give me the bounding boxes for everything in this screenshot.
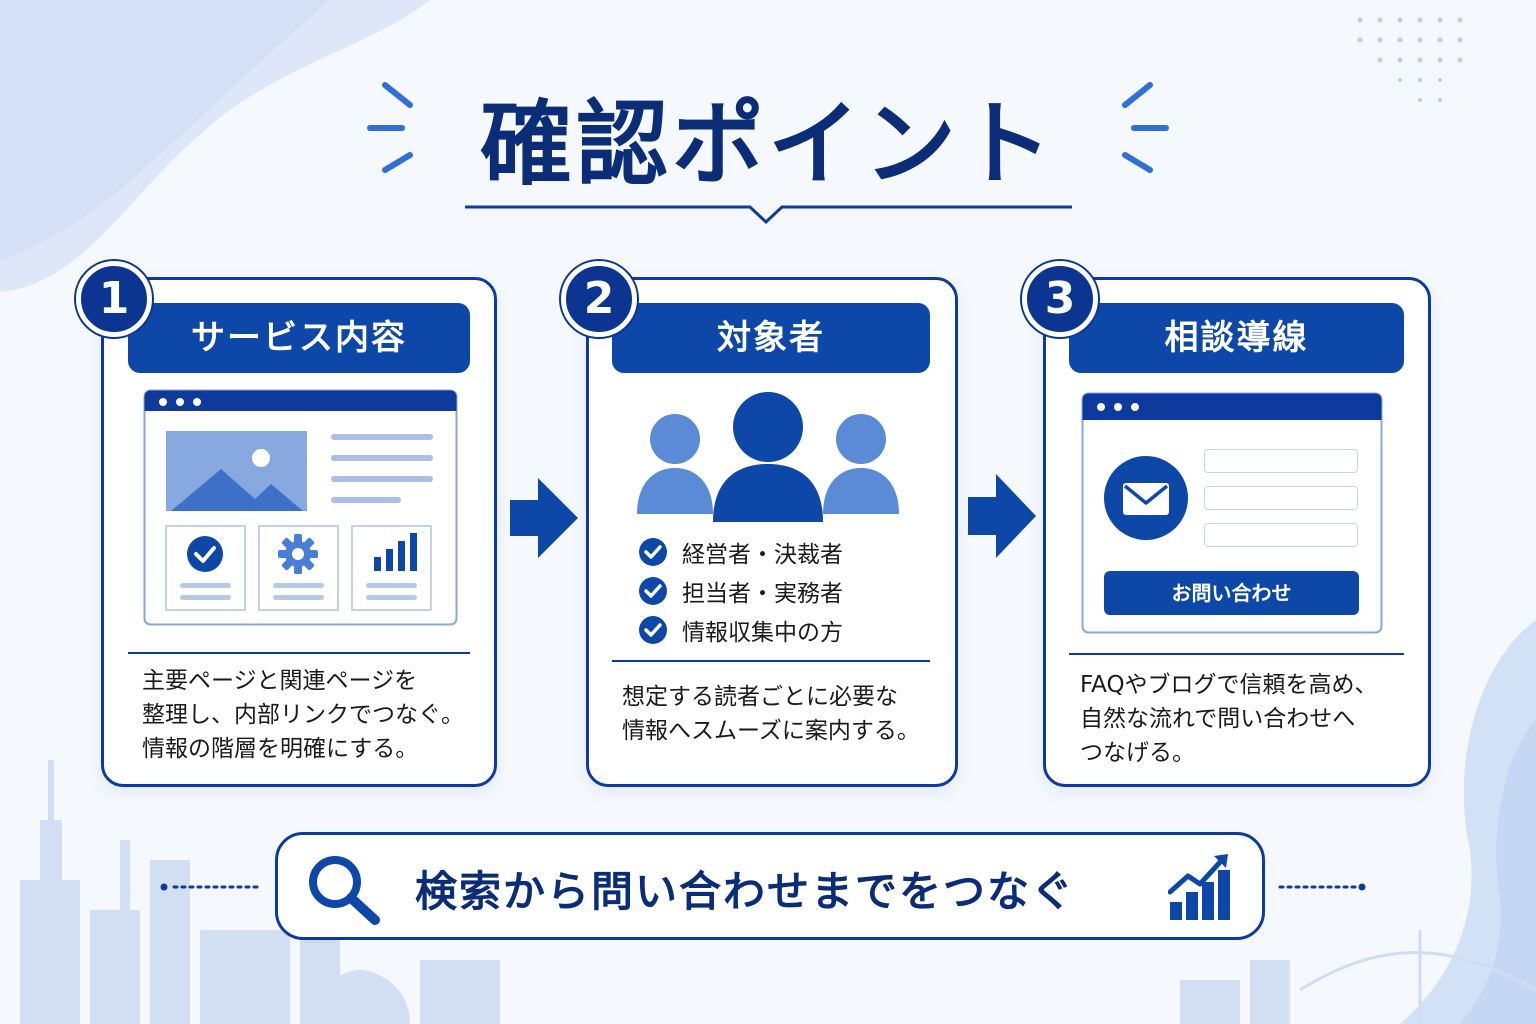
- page-title: 確認ポイント: [479, 91, 1056, 198]
- check-circle-icon: [639, 537, 667, 566]
- summary-banner: [275, 832, 1265, 940]
- list-item: 経営者・決裁者: [638, 532, 843, 571]
- audience-list: 経営者・決裁者 担当者・実務者 情報収集中の方: [638, 532, 843, 649]
- list-item: 担当者・実務者: [638, 571, 843, 610]
- card-divider: [612, 660, 930, 662]
- growth-chart-icon: [1168, 854, 1230, 920]
- people-group-icon: [637, 392, 899, 522]
- banner-text: 検索から問い合わせまでをつなぐ: [415, 867, 1076, 916]
- dotted-line-right: [1278, 883, 1366, 891]
- card-description-service: 主要ページと関連ページを 整理し、内部リンクでつなぐ。 情報の階層を明確にする。: [142, 668, 464, 762]
- gear-icon: [278, 534, 318, 574]
- card-divider: [128, 652, 470, 654]
- card-description-consult-flow: FAQやブログで信頼を高め、 自然な流れで問い合わせへ つなげる。: [1080, 672, 1378, 766]
- step-number-3: 3: [1022, 261, 1098, 337]
- arrow-right-icon: [968, 474, 1036, 558]
- card-header-consult-flow: 相談導線: [1069, 303, 1404, 373]
- arrow-right-icon: [510, 478, 578, 558]
- dotted-line-left: [160, 883, 262, 891]
- check-circle-icon: [187, 536, 223, 572]
- card-header-service: サービス内容: [128, 303, 470, 373]
- check-circle-icon: [639, 576, 667, 605]
- list-item: 情報収集中の方: [638, 610, 843, 649]
- webpage-mockup: [143, 389, 458, 626]
- card-header-audience: 対象者: [612, 303, 930, 373]
- form-field-placeholder: [1204, 486, 1358, 510]
- form-field-placeholder: [1204, 523, 1358, 547]
- step-number-1: 1: [76, 261, 152, 337]
- search-icon: [309, 856, 380, 925]
- image-icon: [166, 431, 307, 511]
- audience-item-label: 経営者・決裁者: [682, 541, 843, 568]
- card-description-audience: 想定する読者ごとに必要な 情報へスムーズに案内する。: [622, 684, 920, 744]
- audience-item-label: 情報収集中の方: [682, 619, 843, 646]
- audience-item-label: 担当者・実務者: [682, 580, 843, 607]
- bar-chart-icon: [374, 533, 417, 571]
- form-field-placeholder: [1204, 449, 1358, 473]
- check-circle-icon: [639, 615, 667, 644]
- contact-button: お問い合わせ: [1104, 571, 1359, 615]
- mail-icon: [1104, 456, 1188, 540]
- card-divider: [1069, 653, 1404, 655]
- step-number-2: 2: [561, 261, 637, 337]
